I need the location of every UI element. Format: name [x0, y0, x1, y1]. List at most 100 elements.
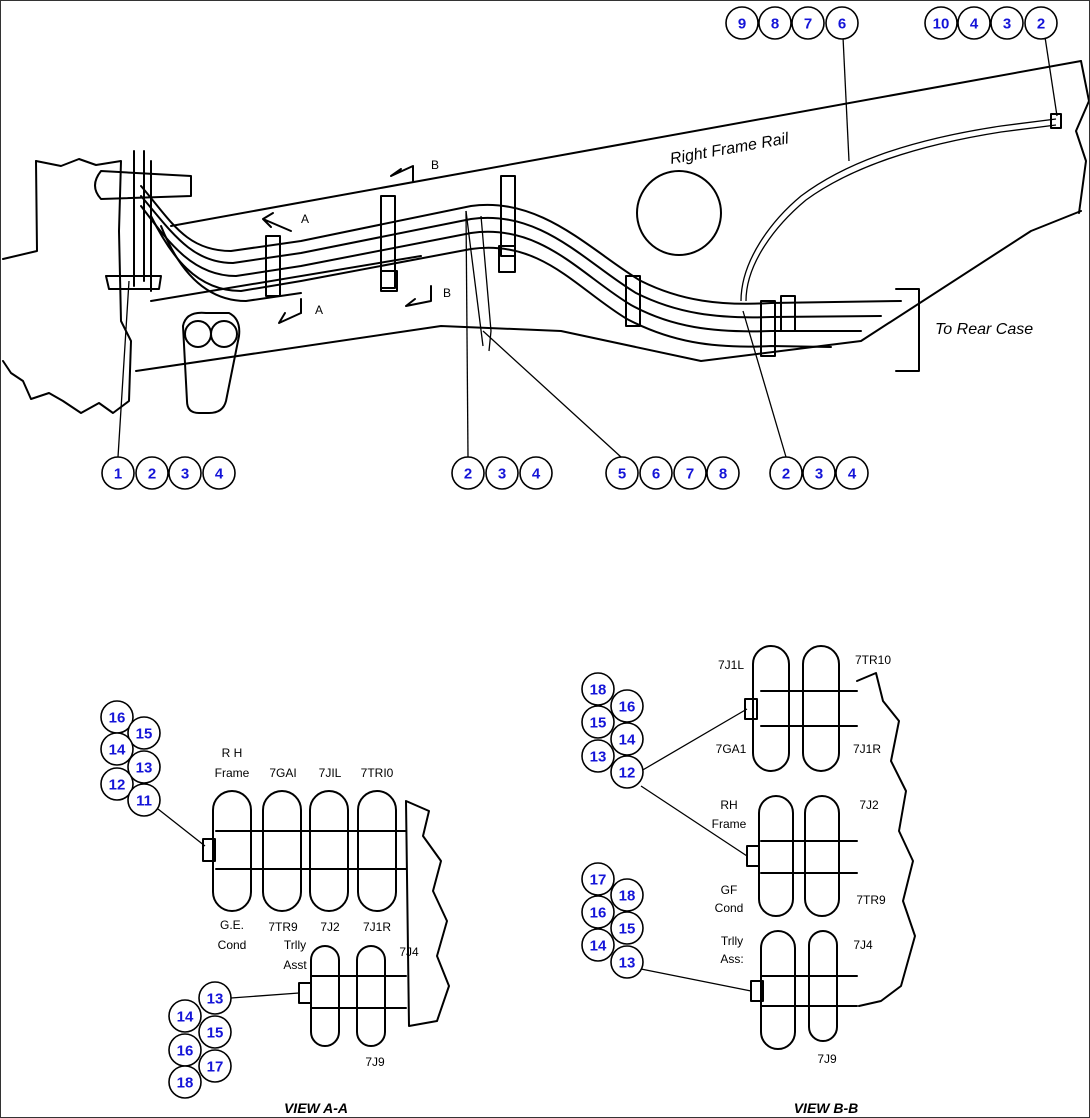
callout-circle — [605, 456, 639, 490]
callout-circle — [101, 456, 135, 490]
right-frame-rail-label: Right Frame Rail — [669, 130, 791, 168]
callout-circle — [168, 999, 202, 1033]
bb-assy-label: Ass: — [720, 952, 743, 966]
callout-circle — [581, 928, 615, 962]
callout-bubble-1: 1 — [101, 456, 135, 490]
callout-bubble-17: 17 — [198, 1049, 232, 1083]
bb-7tr10-label: 7TR10 — [855, 653, 891, 667]
callout-bubble-12: 12 — [610, 755, 644, 789]
bb-clamp-loops — [752, 645, 840, 1050]
callout-bubble-3: 3 — [168, 456, 202, 490]
aa-rh-label: R H — [222, 746, 243, 760]
callout-bubble-14: 14 — [581, 928, 615, 962]
callout-number: 5 — [618, 466, 626, 483]
callout-circle — [581, 739, 615, 773]
callout-circle — [127, 783, 161, 817]
callout-number: 3 — [181, 466, 189, 483]
callout-bubble-15: 15 — [610, 911, 644, 945]
to-rear-case-label: To Rear Case — [935, 321, 1033, 338]
callout-number: 11 — [136, 793, 152, 810]
bb-7ga1-label: 7GA1 — [716, 742, 747, 756]
callout-bubble-6: 6 — [639, 456, 673, 490]
aa-7tr10-label: 7TRI0 — [361, 766, 394, 780]
view-bb-title: VIEW B-B — [794, 1100, 859, 1116]
callout-circle — [639, 456, 673, 490]
callout-number: 7 — [804, 16, 812, 33]
callout-number: 16 — [590, 905, 607, 922]
callout-bubble-3: 3 — [802, 456, 836, 490]
callout-circle — [610, 911, 644, 945]
bb-frame-label: Frame — [712, 817, 747, 831]
callout-number: 7 — [686, 466, 694, 483]
callout-circle — [610, 755, 644, 789]
callout-bubble-6: 6 — [825, 6, 859, 40]
bb-7j4-label: 7J4 — [853, 938, 873, 952]
view-bb-detail: 7J1L 7TR10 7GA1 7J1R RH Frame 7J2 GF Con… — [640, 645, 916, 1116]
callout-circle — [168, 456, 202, 490]
callout-bubble-2: 2 — [1024, 6, 1058, 40]
callout-bubble-4: 4 — [957, 6, 991, 40]
callout-bubble-8: 8 — [706, 456, 740, 490]
callout-bubble-14: 14 — [168, 999, 202, 1033]
bb-7j1l-label: 7J1L — [718, 658, 744, 672]
callout-number: 3 — [498, 466, 506, 483]
aa-7j4-label: 7J4 — [399, 945, 419, 959]
callout-bubble-14: 14 — [100, 732, 134, 766]
callout-bubble-17: 17 — [581, 862, 615, 896]
callout-bubble-5: 5 — [605, 456, 639, 490]
callout-bubble-18: 18 — [581, 672, 615, 706]
aa-frame-label: Frame — [215, 766, 250, 780]
callout-number: 15 — [136, 726, 153, 743]
callout-circle — [769, 456, 803, 490]
callout-circle — [725, 6, 759, 40]
callout-number: 15 — [619, 921, 636, 938]
aa-7tr9-label: 7TR9 — [268, 920, 298, 934]
section-a-bottom-label: A — [315, 303, 323, 317]
callout-number: 12 — [619, 765, 636, 782]
callout-circle — [610, 689, 644, 723]
callout-circle — [100, 732, 134, 766]
frame-hole-icon — [636, 170, 722, 256]
callout-circle — [485, 456, 519, 490]
callout-bubble-2: 2 — [451, 456, 485, 490]
view-aa-detail: R H Frame 7GAI 7JIL 7TRI0 G.E. Cond 7TR9… — [157, 746, 450, 1116]
callout-bubble-4: 4 — [202, 456, 236, 490]
callout-bubble-14: 14 — [610, 722, 644, 756]
top-leader-lines — [117, 36, 1058, 458]
callout-circle — [198, 1015, 232, 1049]
aa-bolt-icon — [202, 838, 216, 862]
section-markers: A A B B — [262, 158, 451, 324]
callout-number: 16 — [619, 699, 636, 716]
callout-bubble-3: 3 — [990, 6, 1024, 40]
callout-circle — [825, 6, 859, 40]
callout-bubble-18: 18 — [610, 878, 644, 912]
callout-number: 2 — [464, 466, 472, 483]
callout-number: 1 — [114, 466, 122, 483]
bb-7j1r-label: 7J1R — [853, 742, 881, 756]
bb-gf-label: GF — [721, 883, 738, 897]
callout-circle — [127, 716, 161, 750]
callout-bubble-13: 13 — [581, 739, 615, 773]
callout-circle — [198, 1049, 232, 1083]
callout-bubble-16: 16 — [168, 1033, 202, 1067]
callout-circle — [610, 878, 644, 912]
callout-circle — [924, 6, 958, 40]
callout-circle — [198, 981, 232, 1015]
aa-7ga1-label: 7GAI — [269, 766, 296, 780]
callout-number: 17 — [207, 1059, 224, 1076]
callout-bubble-16: 16 — [581, 895, 615, 929]
callout-circle — [581, 862, 615, 896]
callout-bubble-13: 13 — [198, 981, 232, 1015]
callout-bubble-15: 15 — [127, 716, 161, 750]
callout-circle — [127, 750, 161, 784]
callout-number: 14 — [109, 742, 126, 759]
callout-bubble-7: 7 — [791, 6, 825, 40]
callout-bubble-18: 18 — [168, 1065, 202, 1099]
view-aa-title: VIEW A-A — [284, 1100, 348, 1116]
callout-number: 16 — [177, 1043, 194, 1060]
callout-circle — [581, 705, 615, 739]
callout-bubble-10: 10 — [924, 6, 958, 40]
aa-7j1l-label: 7JIL — [319, 766, 342, 780]
callout-number: 17 — [590, 872, 607, 889]
